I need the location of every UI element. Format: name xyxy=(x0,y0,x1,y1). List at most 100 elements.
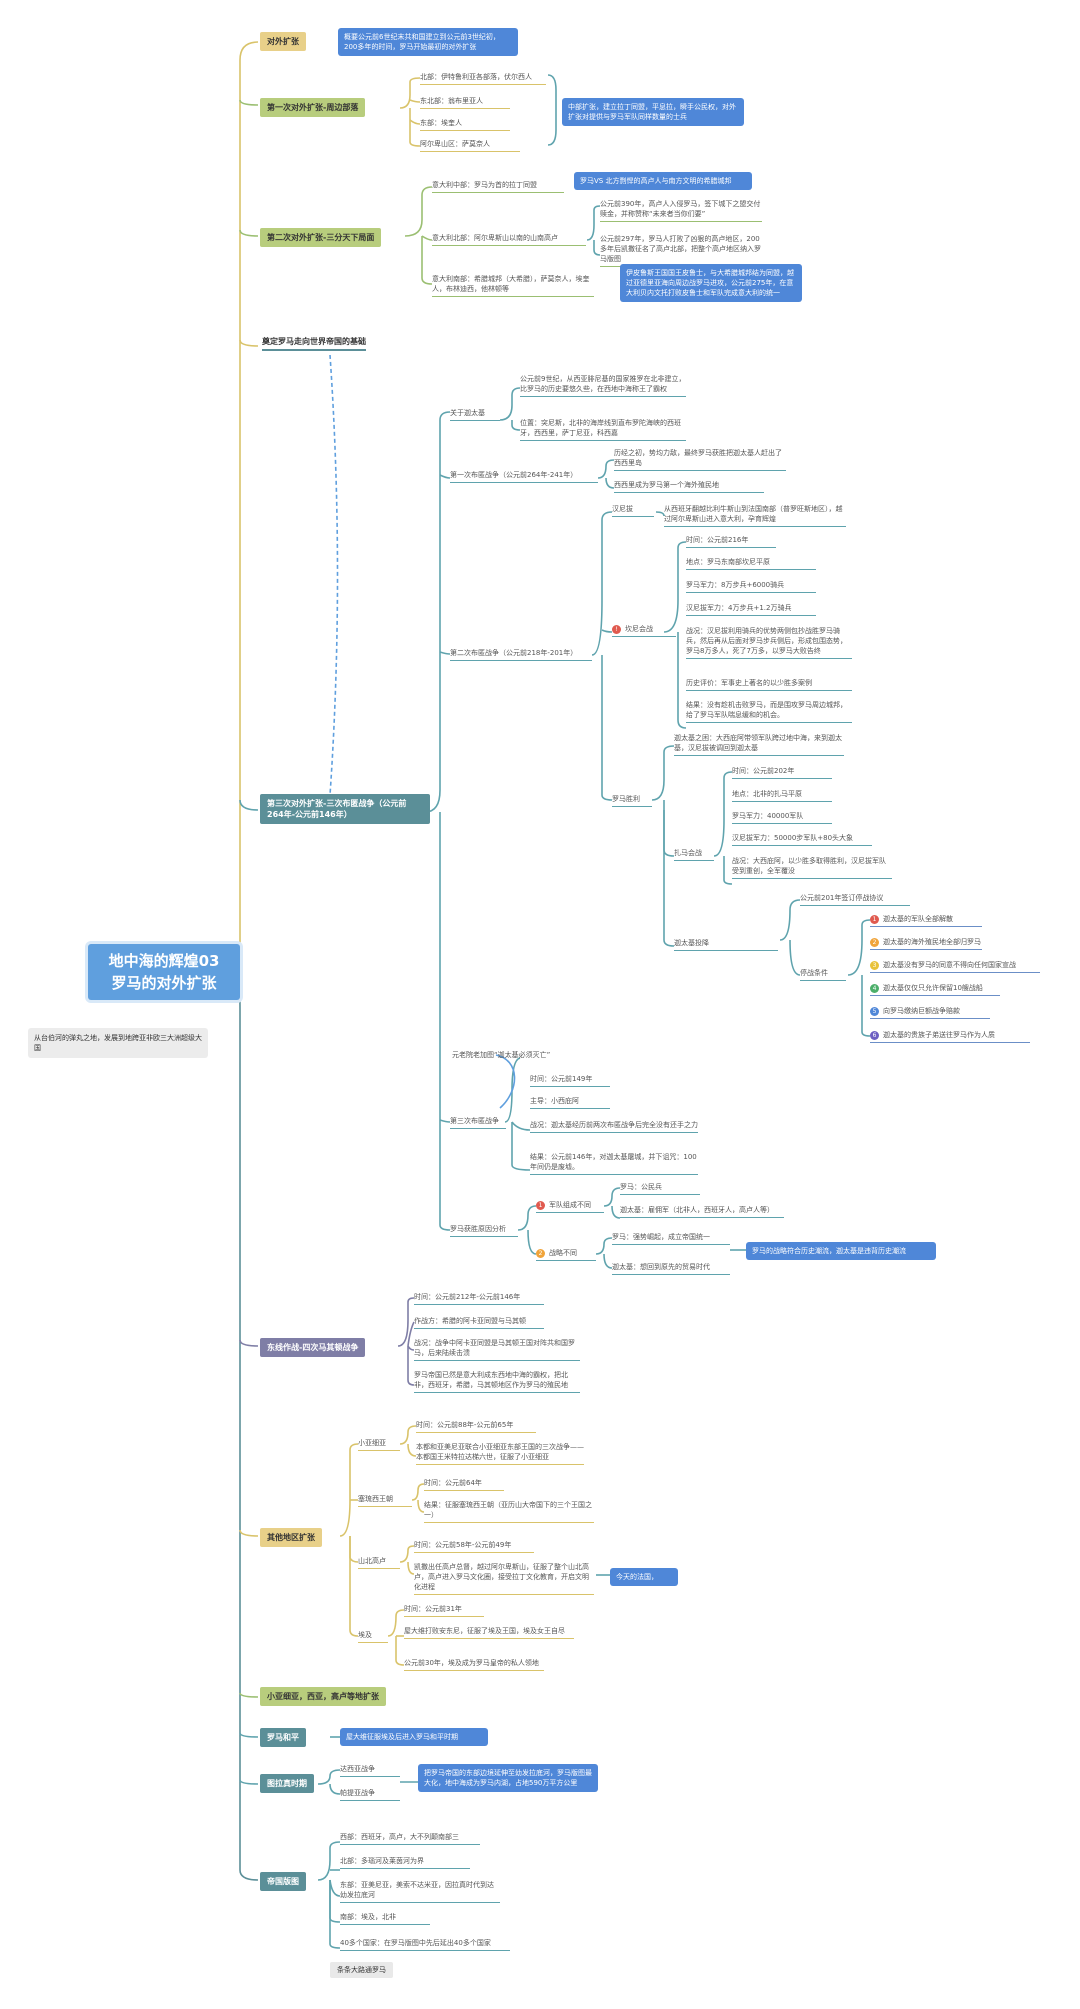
branch-first-expansion[interactable]: 第一次对外扩张-周边部落 xyxy=(260,98,366,117)
zama-item-4[interactable]: 汉尼拔军力：50000步军队+80头大象 xyxy=(732,833,872,846)
branch-east-expansion[interactable]: 小亚细亚，西亚，高卢等地扩张 xyxy=(260,1687,386,1706)
cannae-item-4[interactable]: 汉尼拔军力：4万步兵+1.2万骑兵 xyxy=(686,603,816,616)
b3-note-rome-vs[interactable]: 罗马VS 北方剽悍的高卢人与南方文明的希腊城邦 xyxy=(574,172,752,190)
transalpine-gaul[interactable]: 山北高卢 xyxy=(358,1556,400,1569)
reason-strategy-rome[interactable]: 罗马：强势崛起，成立帝国统一 xyxy=(612,1232,730,1245)
branch-trajan[interactable]: 图拉真时期 xyxy=(260,1774,314,1793)
b3-item-south[interactable]: 意大利南部：希腊城邦（大希腊），萨莫奈人，埃奎人，布林迪西，他林顿等 xyxy=(432,274,594,297)
peace-terms[interactable]: 停战条件 xyxy=(800,968,846,981)
battle-of-cannae[interactable]: !坎尼会战 xyxy=(612,624,676,637)
hannibal[interactable]: 汉尼拔 xyxy=(612,504,654,517)
cannae-item-2[interactable]: 地点：罗马东南部坎尼平原 xyxy=(686,557,816,570)
foundation-topic[interactable]: 奠定罗马走向世界帝国的基础 xyxy=(262,336,366,351)
surrender-date[interactable]: 公元前201年签订停战协议 xyxy=(800,893,910,906)
seleucid-item-1[interactable]: 时间：公元前64年 xyxy=(424,1478,504,1491)
zama-item-2[interactable]: 地点：北非的扎马平原 xyxy=(732,789,832,802)
third-war-item-4[interactable]: 结果：公元前146年，对迦太基屠城，并下诅咒：100年间仍是废墟。 xyxy=(530,1152,698,1175)
rome-victory[interactable]: 罗马胜利 xyxy=(612,794,652,807)
egypt-item-1[interactable]: 时间：公元前31年 xyxy=(404,1604,484,1617)
root-topic[interactable]: 地中海的辉煌03 罗马的对外扩张 xyxy=(88,944,240,1000)
b5-item-2[interactable]: 作战方：希腊的阿卡亚同盟与马其顿 xyxy=(414,1316,544,1329)
about-carthage-origin[interactable]: 公元前9世纪，从西亚腓尼基的国家推罗在北非建立，比罗马的历史要悠久些，在西地中海… xyxy=(520,374,686,397)
reason-strategy-carthage[interactable]: 迦太基：想回到原先的贸易时代 xyxy=(612,1262,730,1275)
cannae-item-5[interactable]: 战况：汉尼拔利用骑兵的优势两侧包抄战胜罗马骑兵，然后再从后面对罗马步兵侧后，形成… xyxy=(686,626,852,659)
third-punic-war[interactable]: 第三次布匿战争 xyxy=(450,1116,506,1129)
reason-army-carthage[interactable]: 迦太基：雇佣军（北非人，西班牙人，高卢人等） xyxy=(620,1205,784,1218)
b2-item-2[interactable]: 东北部：翁布里亚人 xyxy=(420,96,510,109)
branch-punic-wars[interactable]: 第三次对外扩张-三次布匿战争（公元前264年-公元前146年） xyxy=(260,794,430,824)
gaul-note[interactable]: 今天的法国， xyxy=(610,1568,678,1586)
b5-item-3[interactable]: 战况：战争中阿卡亚同盟是马其顿王国对阵共和国罗马，后来陆续击溃 xyxy=(414,1338,580,1361)
territory-north[interactable]: 北部：多瑙河及莱茵河为界 xyxy=(340,1856,470,1869)
cannae-item-7[interactable]: 结果：没有趁机击败罗马，而是围攻罗马周边城邦，给了罗马军队喘息缓和的机会。 xyxy=(686,700,852,723)
b2-note[interactable]: 中部扩张，建立拉丁同盟，平息拉，瞬手公民权，对外扩张对提供与罗马军队同样数量的士… xyxy=(562,98,744,126)
asia-minor-item-1[interactable]: 时间：公元前88年-公元前65年 xyxy=(416,1420,536,1433)
gaul-item-1[interactable]: 时间：公元前58年-公元前49年 xyxy=(414,1540,534,1553)
victory-intro[interactable]: 迦太基之困：大西庇阿带领军队跨过地中海，来到迦太基，汉尼拔被调回到迦太基 xyxy=(674,733,844,756)
zama-item-1[interactable]: 时间：公元前202年 xyxy=(732,766,832,779)
dacian-war[interactable]: 达西亚战争 xyxy=(340,1764,400,1777)
branch-macedonian-wars[interactable]: 东线作战-四次马其顿战争 xyxy=(260,1338,366,1357)
b3-note-pyrrhus[interactable]: 伊皮鲁斯王国国王皮鲁士，与大希腊城邦结为同盟，越过亚德里亚海向周边战罗马进攻，公… xyxy=(620,264,802,302)
territory-south[interactable]: 南部：埃及，北非 xyxy=(340,1912,430,1925)
branch-other-regions[interactable]: 其他地区扩张 xyxy=(260,1528,322,1547)
b3-sub-297bc[interactable]: 公元前297年，罗马人打败了凶狠的高卢地区，200多年后凯撒征名了高卢北部，把整… xyxy=(600,234,762,267)
zama-item-3[interactable]: 罗马军力：40000军队 xyxy=(732,811,832,824)
egypt-item-2[interactable]: 屋大维打败安东尼，征服了埃及王国，埃及女王自尽 xyxy=(404,1626,574,1639)
first-punic-war[interactable]: 第一次布匿战争（公元前264年-241年） xyxy=(450,470,598,483)
seleucid-item-2[interactable]: 结果：征服塞琉西王朝（亚历山大帝国下的三个王国之一） xyxy=(424,1500,594,1523)
territory-countries[interactable]: 40多个国家：在罗马版图中先后延出40多个国家 xyxy=(340,1938,510,1951)
branch-pax-romana[interactable]: 罗马和平 xyxy=(260,1728,306,1747)
branch-expansion-note[interactable]: 概要公元前6世纪末共和国建立到公元前3世纪初，200多年的时间，罗马开始最初的对… xyxy=(338,28,518,56)
b2-item-4[interactable]: 阿尔卑山区：萨莫奈人 xyxy=(420,139,520,152)
cannae-item-3[interactable]: 罗马军力：8万步兵+6000骑兵 xyxy=(686,580,816,593)
third-war-item-3[interactable]: 战况：迦太基经历前两次布匿战争后完全没有还手之力 xyxy=(530,1120,698,1133)
b5-item-4[interactable]: 罗马帝国已然是意大利成东西地中海的霸权，把北非，西班牙，希腊，马其顿地区作为罗马… xyxy=(414,1370,580,1393)
egypt[interactable]: 埃及 xyxy=(358,1630,388,1643)
gaul-item-2[interactable]: 凯撒出任高卢总督，越过阿尔卑斯山，征服了整个山北高卢，高卢进入罗马文化圈，接受拉… xyxy=(414,1562,594,1595)
cato-quote[interactable]: 元老院老加图“迦太基必须灭亡” xyxy=(452,1051,551,1059)
territory-east[interactable]: 东部：亚美尼亚，美索不达米亚，因拉真时代到达幼发拉底河 xyxy=(340,1880,500,1903)
parthian-war[interactable]: 帕提亚战争 xyxy=(340,1788,400,1801)
b3-item-north[interactable]: 意大利北部：阿尔卑斯山以南的山南高卢 xyxy=(432,233,586,246)
branch-second-expansion[interactable]: 第二次对外扩张-三分天下局面 xyxy=(260,228,382,247)
battle-of-zama[interactable]: 扎马会战 xyxy=(674,848,714,861)
third-war-item-2[interactable]: 主导：小西庇阿 xyxy=(530,1096,610,1109)
carthage-surrender[interactable]: 迦太基投降 xyxy=(674,938,778,951)
hannibal-route[interactable]: 从西班牙翻越比利牛斯山到法国南部（普罗旺斯地区），越过阿尔卑斯山进入意大利，孕育… xyxy=(664,504,846,527)
pax-romana-note[interactable]: 屋大维征服埃及后进入罗马和平时期 xyxy=(340,1728,488,1746)
asia-minor[interactable]: 小亚细亚 xyxy=(358,1438,400,1451)
about-carthage[interactable]: 关于迦太基 xyxy=(450,408,500,421)
zama-item-5[interactable]: 战况：大西庇阿，以少胜多取得胜利，汉尼拔军队受到重创，全军覆没 xyxy=(732,856,892,879)
first-punic-war-item-2[interactable]: 西西里成为罗马第一个海外殖民地 xyxy=(614,480,764,493)
first-punic-war-item-1[interactable]: 历经之初，势均力敌，最终罗马获胜把迦太基人赶出了西西里岛 xyxy=(614,448,786,471)
b3-item-central[interactable]: 意大利中部：罗马为首的拉丁同盟 xyxy=(432,180,564,193)
trajan-note[interactable]: 把罗马帝国的东部边境延伸至幼发拉底河，罗马版图最大化，地中海成为罗马内湖，占地5… xyxy=(418,1764,598,1792)
root-subtitle[interactable]: 从台伯河的弹丸之地，发展到地跨亚非欧三大洲超级大国 xyxy=(28,1028,208,1058)
second-punic-war[interactable]: 第二次布匿战争（公元前218年-201年） xyxy=(450,648,592,661)
third-war-item-1[interactable]: 时间：公元前149年 xyxy=(530,1074,610,1087)
branch-empire-territory[interactable]: 帝国版图 xyxy=(260,1872,306,1891)
egypt-item-3[interactable]: 公元前30年，埃及成为罗马皇帝的私人领地 xyxy=(404,1658,544,1671)
footer-all-roads[interactable]: 条条大路通罗马 xyxy=(330,1962,393,1978)
b2-item-3[interactable]: 东部：埃奎人 xyxy=(420,118,510,131)
about-carthage-location[interactable]: 位置：突尼斯，北非的海岸线到直布罗陀海峡的西班牙，西西里，萨丁尼亚，科西嘉 xyxy=(520,418,686,441)
branch-expansion[interactable]: 对外扩张 xyxy=(260,32,306,51)
reason-army-rome[interactable]: 罗马：公民兵 xyxy=(620,1182,700,1195)
cannae-item-1[interactable]: 时间：公元前216年 xyxy=(686,535,776,548)
victory-reasons[interactable]: 罗马获胜原因分析 xyxy=(450,1224,518,1237)
reason-note[interactable]: 罗马的战略符合历史潮流，迦太基是违背历史潮流 xyxy=(746,1242,936,1260)
seleucid[interactable]: 塞琉西王朝 xyxy=(358,1494,412,1507)
territory-west[interactable]: 西部：西班牙，高卢，大不列颠南部三 xyxy=(340,1832,480,1845)
b3-sub-390bc[interactable]: 公元前390年，高卢人入侵罗马，签下城下之盟交付赎金，并称赞称“未来者当你们要” xyxy=(600,199,762,222)
b5-item-1[interactable]: 时间：公元前212年-公元前146年 xyxy=(414,1292,544,1305)
cannae-item-6[interactable]: 历史评价：军事史上著名的以少胜多案例 xyxy=(686,678,852,691)
